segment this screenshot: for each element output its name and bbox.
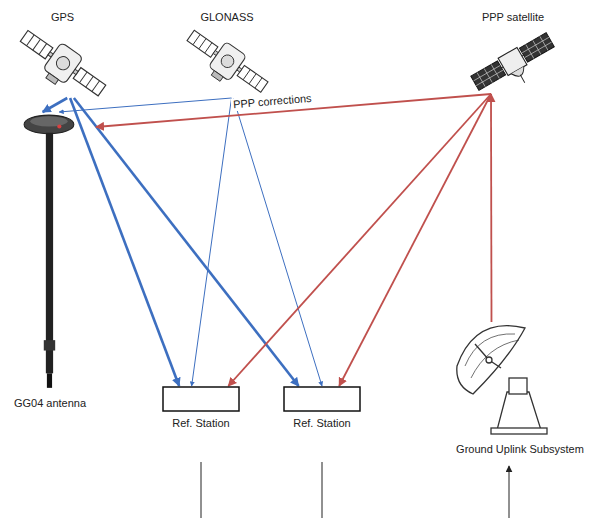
signal-arrow <box>43 98 68 112</box>
node-label-line: PPP satellite <box>463 10 563 24</box>
signal-arrow <box>228 94 491 386</box>
node-label: GPS <box>51 10 74 24</box>
node-label: Ref. Station <box>293 416 350 430</box>
glonass-satellite: GLONASS <box>182 10 272 98</box>
ppp-satellite: PPP satellite <box>463 10 563 94</box>
uplink-feed-line <box>509 466 510 518</box>
reference-station: Ref. Station <box>283 386 361 432</box>
gps-satellite: GPS <box>15 10 110 98</box>
node-label: GLONASS <box>200 10 253 24</box>
dish-illustration <box>445 322 595 438</box>
signal-arrow <box>339 94 491 386</box>
signal-arrow <box>70 98 179 386</box>
edge-label: PPP corrections <box>231 91 314 111</box>
signal-arrow <box>192 98 232 386</box>
node-label-line: GLONASS <box>182 10 272 24</box>
signal-arrow <box>59 98 231 112</box>
station-illustration <box>162 386 240 412</box>
node-label: PPP satellite <box>482 10 544 24</box>
node-label-line: GG04 antenna <box>4 396 96 410</box>
station-feed-line <box>322 462 323 518</box>
station-illustration <box>283 386 361 412</box>
signal-arrow <box>233 98 322 386</box>
antenna-illustration <box>4 112 96 392</box>
gps-illustration <box>182 26 272 98</box>
reference-station: Ref. Station <box>162 386 240 432</box>
node-label-line: GPS <box>15 10 110 24</box>
node-label: Ground Uplink Subsystem <box>456 442 584 456</box>
node-label-line: Ref. Station <box>162 416 240 430</box>
gg04-antenna: GG04 antenna <box>4 112 96 412</box>
node-label-line: Ref. Station <box>283 416 361 430</box>
node-label-line: Ground Uplink Subsystem <box>445 442 595 456</box>
node-label: GG04 antenna <box>14 396 86 410</box>
signal-arrow <box>490 94 492 322</box>
node-label: Ref. Station <box>172 416 229 430</box>
signal-arrow <box>74 98 299 386</box>
gps-illustration <box>15 26 110 98</box>
ppp-illustration <box>463 26 563 94</box>
station-feed-line <box>201 462 202 518</box>
ground-uplink-dish: Ground Uplink Subsystem <box>445 322 595 458</box>
